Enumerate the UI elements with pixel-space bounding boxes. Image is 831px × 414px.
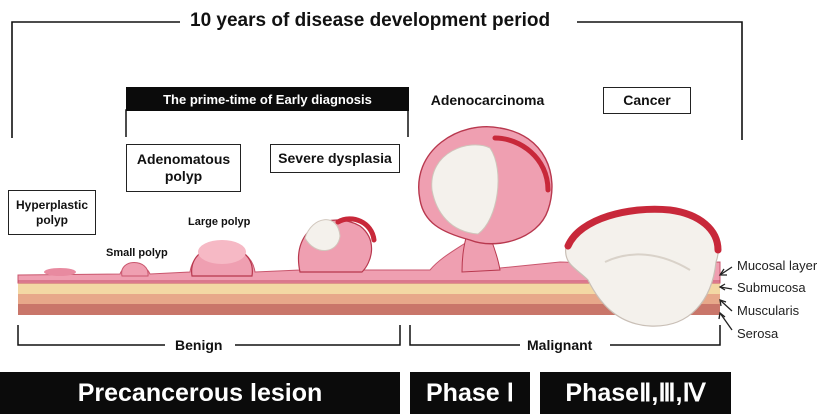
small-polyp-shape — [122, 263, 148, 277]
layer-pointers — [719, 267, 732, 330]
prime-time-banner: The prime-time of Early diagnosis — [126, 87, 409, 111]
mucosal-layer-label: Mucosal layer — [737, 258, 817, 273]
hyperplastic-polyp-label: Hyperplastic polyp — [8, 190, 96, 235]
precancerous-lesion-bar: Precancerous lesion — [0, 372, 400, 414]
hyperplastic-line-2: polyp — [36, 213, 68, 228]
severe-dysplasia-label: Severe dysplasia — [270, 144, 400, 173]
benign-label: Benign — [175, 337, 222, 353]
large-polyp-shape — [192, 240, 253, 276]
adenomatous-polyp-label: Adenomatous polyp — [126, 144, 241, 192]
hyperplastic-polyp — [44, 268, 76, 276]
diagram-title: 10 years of disease development period — [190, 10, 550, 32]
prime-time-bracket — [126, 110, 408, 137]
adenocarcinoma-label: Adenocarcinoma — [420, 87, 555, 114]
large-polyp-label: Large polyp — [188, 216, 250, 228]
serosa-label: Serosa — [737, 326, 778, 341]
adenomatous-line-1: Adenomatous — [137, 151, 230, 169]
range-brackets — [18, 325, 720, 345]
hyperplastic-line-1: Hyperplastic — [16, 198, 88, 213]
malignant-label: Malignant — [527, 337, 592, 353]
small-polyp-label: Small polyp — [106, 247, 168, 259]
severe-dysplasia-shape — [298, 219, 374, 272]
phase-1-bar: Phase Ⅰ — [410, 372, 530, 414]
phase-2-3-4-bar: PhaseⅡ,Ⅲ,Ⅳ — [540, 372, 731, 414]
adenomatous-line-2: polyp — [165, 168, 202, 186]
muscularis-label: Muscularis — [737, 303, 799, 318]
period-bracket — [12, 22, 742, 140]
cancer-label: Cancer — [603, 87, 691, 114]
adenocarcinoma-shape — [419, 127, 552, 272]
submucosa-label: Submucosa — [737, 280, 806, 295]
